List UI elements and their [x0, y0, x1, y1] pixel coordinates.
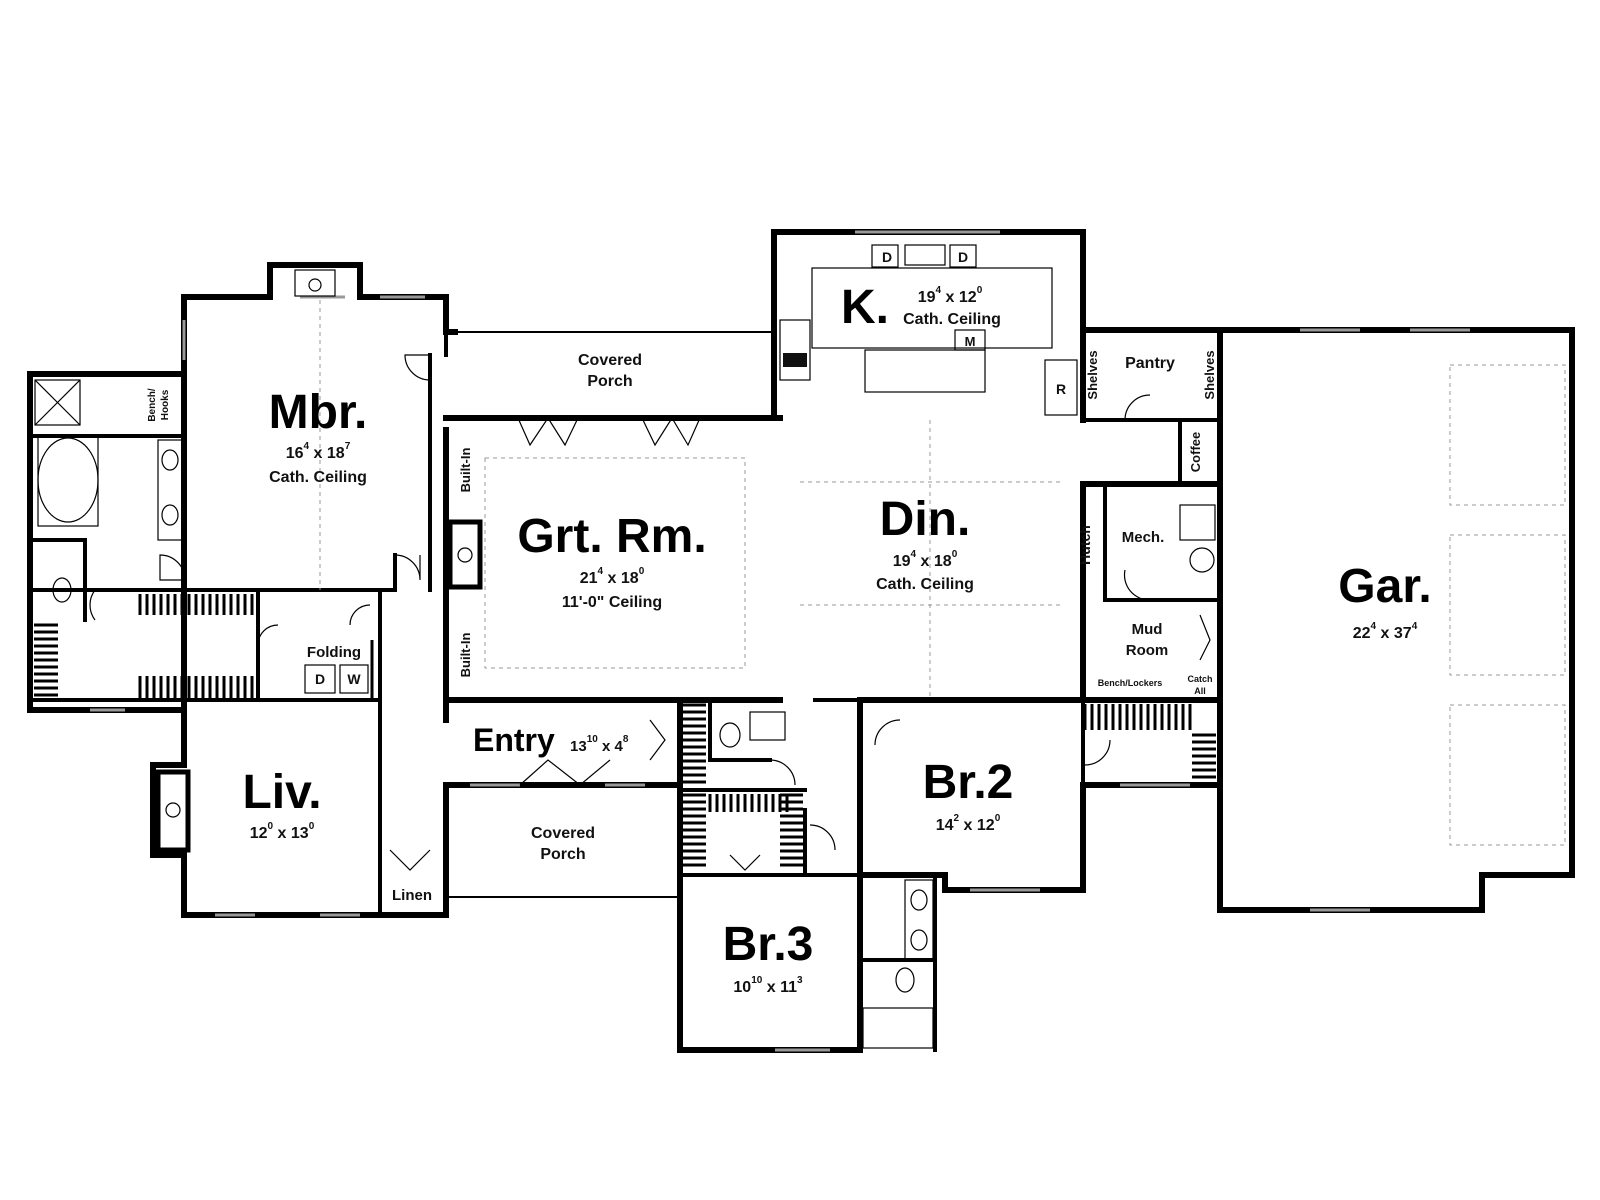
bench-lockers-label: Bench/Lockers — [1098, 678, 1163, 688]
gar-name: Gar. — [1338, 560, 1431, 613]
hutch-label: Hutch — [1077, 525, 1093, 565]
mud-room-line2: Room — [1126, 642, 1169, 659]
mech-label: Mech. — [1122, 529, 1165, 546]
br2-name: Br.2 — [923, 756, 1014, 809]
grt-name: Grt. Rm. — [517, 510, 706, 563]
br3-dimensions: 1010 x 113 — [733, 975, 803, 996]
room-gar: Gar. 224 x 374 — [1338, 560, 1431, 642]
shelves-left-label: Shelves — [1085, 350, 1100, 399]
microwave-label: M — [965, 334, 976, 349]
mud-room-line1: Mud — [1132, 621, 1163, 638]
br2-dimensions: 142 x 120 — [936, 813, 1001, 834]
din-dimensions: 194 x 180 — [893, 549, 958, 570]
bench-hooks-line2: Hooks — [160, 389, 171, 420]
interior-walls — [28, 330, 1222, 1052]
covered-porch-bottom-line2: Porch — [540, 846, 585, 863]
linen-label: Linen — [392, 887, 432, 904]
din-name: Din. — [880, 493, 971, 546]
catch-all-line1: Catch — [1187, 674, 1212, 684]
din-note: Cath. Ceiling — [876, 576, 974, 593]
folding-label: Folding — [307, 644, 361, 661]
room-br3: Br.3 1010 x 113 — [723, 918, 814, 996]
refrigerator-label: R — [1056, 381, 1066, 397]
grt-note: 11'-0" Ceiling — [562, 594, 662, 611]
built-in-bottom-label: Built-In — [458, 633, 473, 678]
coffee-label: Coffee — [1188, 432, 1203, 472]
dishwasher-right-label: D — [958, 249, 968, 265]
built-in-top-label: Built-In — [458, 448, 473, 493]
grt-dimensions: 214 x 180 — [580, 566, 645, 587]
covered-porch-top-line1: Covered — [578, 352, 642, 369]
room-entry: Entry 1310 x 48 — [473, 722, 629, 758]
kitchen-dimensions: 194 x 120 — [918, 285, 983, 306]
liv-dimensions: 120 x 130 — [250, 821, 315, 842]
dishwasher-left-label: D — [882, 249, 892, 265]
mbr-name: Mbr. — [269, 386, 368, 439]
room-br2: Br.2 142 x 120 — [923, 756, 1014, 834]
windows — [90, 230, 1470, 1052]
mbr-dimensions: 164 x 187 — [286, 441, 351, 462]
room-liv: Liv. 120 x 130 — [242, 766, 321, 842]
doors — [89, 354, 1211, 871]
pantry-label: Pantry — [1125, 355, 1175, 372]
fixtures — [34, 244, 1216, 1049]
mbr-note: Cath. Ceiling — [269, 469, 367, 486]
bench-hooks-line1: Bench/ — [147, 388, 158, 422]
closet-rods — [34, 594, 1216, 867]
gar-dimensions: 224 x 374 — [1353, 621, 1418, 642]
dryer-label: D — [315, 671, 325, 687]
room-mbr: Mbr. 164 x 187 Cath. Ceiling — [269, 386, 368, 486]
entry-name: Entry — [473, 722, 555, 758]
kitchen-note: Cath. Ceiling — [903, 311, 1001, 328]
ceiling-lines — [319, 300, 1566, 846]
room-din: Din. 194 x 180 Cath. Ceiling — [876, 493, 974, 593]
area-labels: Covered Porch Covered Porch Pantry Shelv… — [147, 350, 1217, 904]
washer-label: W — [347, 671, 361, 687]
covered-porch-top-line2: Porch — [587, 373, 632, 390]
room-kitchen: K. 194 x 120 Cath. Ceiling D D M R — [841, 249, 1066, 397]
room-grt: Grt. Rm. 214 x 180 11'-0" Ceiling — [517, 510, 706, 611]
shelves-right-label: Shelves — [1202, 350, 1217, 399]
br3-name: Br.3 — [723, 918, 814, 971]
liv-name: Liv. — [242, 766, 321, 819]
kitchen-name: K. — [841, 281, 889, 334]
covered-porch-bottom-line1: Covered — [531, 825, 595, 842]
entry-dimensions: 1310 x 48 — [570, 734, 629, 755]
catch-all-line2: All — [1194, 686, 1206, 696]
